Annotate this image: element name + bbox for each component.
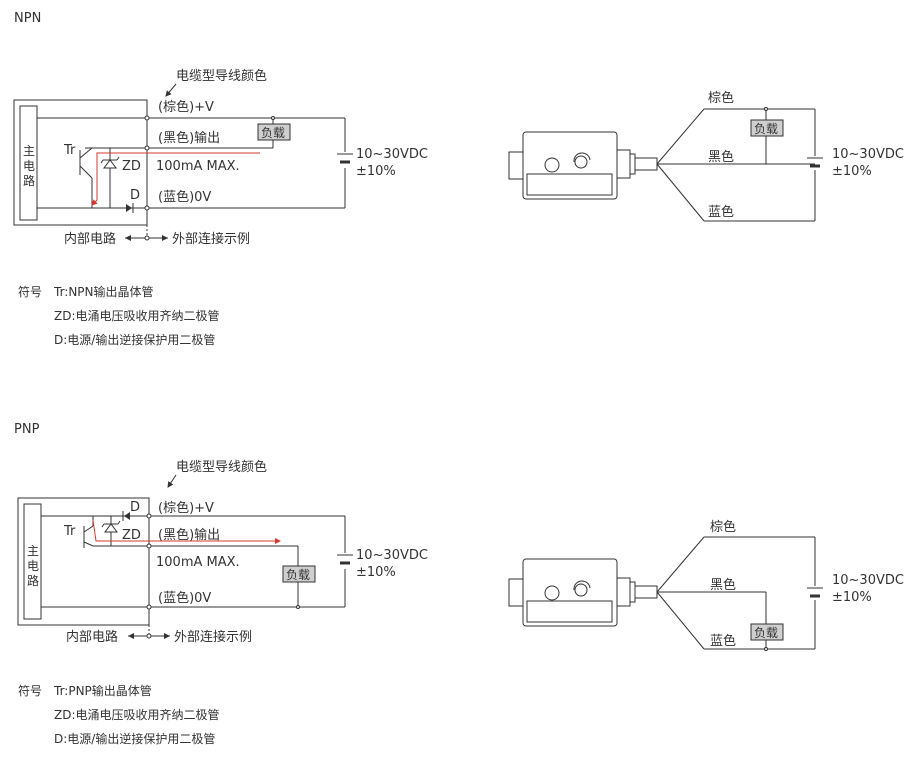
voltage-label: 10~30VDC (832, 147, 904, 162)
main-circuit-char-3: 路 (23, 173, 35, 188)
zd-label: ZD (122, 159, 141, 174)
blue-0v-label: (蓝色)0V (158, 590, 211, 606)
pnp-circuit: 主 电 路 电缆型导线颜色 D Tr ZD 负载 (17, 459, 428, 645)
brown-label: 棕色 (710, 519, 736, 535)
tr-label: Tr (63, 143, 76, 158)
black-output-label: (黑色)输出 (158, 130, 220, 146)
voltage-label: 10~30VDC (832, 573, 904, 588)
blue-label: 蓝色 (710, 633, 736, 649)
tr-description: Tr:PNP输出晶体管 (53, 683, 152, 698)
current-max-label: 100mA MAX. (156, 159, 240, 174)
external-connection-label: 外部连接示例 (172, 231, 250, 247)
load-label: 负载 (754, 626, 778, 640)
symbol-label: 符号 (18, 284, 42, 299)
internal-circuit-frame (13, 99, 148, 226)
load-label: 负载 (754, 122, 778, 136)
tolerance-label: ±10% (832, 164, 872, 179)
d-description: D:电源/输出逆接保护用二极管 (54, 731, 215, 746)
zd-label: ZD (122, 528, 141, 543)
external-connection-label: 外部连接示例 (174, 629, 252, 645)
main-circuit-char-1: 主 (27, 544, 39, 558)
load-label: 负载 (261, 126, 285, 140)
symbol-label: 符号 (18, 683, 42, 698)
d-label: D (130, 500, 140, 515)
brown-label: 棕色 (708, 90, 734, 106)
blue-0v-label: (蓝色)0V (158, 189, 211, 205)
brown-plus-v-label: (棕色)+V (158, 99, 214, 115)
load-label: 负载 (286, 568, 310, 582)
npn-sensor-connection: 负载 棕色 黑色 蓝色 10~30VDC ±10% (508, 90, 904, 222)
load-box (257, 123, 291, 141)
cable-color-label: 电缆型导线颜色 (176, 459, 267, 475)
tr-description: Tr:NPN输出晶体管 (53, 284, 154, 299)
brown-plus-v-label: (棕色)+V (158, 500, 214, 516)
tolerance-label: ±10% (832, 590, 872, 605)
tr-label: Tr (63, 524, 76, 539)
main-circuit-box (19, 105, 38, 221)
tolerance-label: ±10% (356, 164, 396, 179)
black-output-label: (黑色)输出 (158, 527, 220, 543)
cable-color-label: 电缆型导线颜色 (176, 68, 267, 84)
internal-circuit-label: 内部电路 (64, 231, 116, 247)
black-label: 黑色 (710, 577, 736, 593)
pnp-title: PNP (14, 422, 40, 437)
sensor-body (522, 131, 618, 200)
main-circuit-char-1: 主 (23, 144, 35, 158)
internal-circuit-frame (17, 497, 150, 626)
pnp-sensor-connection: 负载 棕色 黑色 蓝色 10~30VDC ±10% (508, 519, 904, 651)
load-box (282, 565, 316, 583)
black-label: 黑色 (708, 149, 734, 165)
main-circuit-char-2: 电 (23, 159, 35, 173)
main-circuit-char-2: 电 (27, 559, 39, 573)
npn-circuit: 主 电 路 电缆型导线颜色 负载 Tr ZD (13, 68, 428, 247)
npn-legend: 符号 Tr:NPN输出晶体管 ZD:电涌电压吸收用齐纳二极管 D:电源/输出逆接… (18, 284, 220, 347)
main-circuit-box (23, 503, 42, 620)
blue-label: 蓝色 (708, 204, 734, 220)
npn-title: NPN (14, 11, 41, 26)
d-description: D:电源/输出逆接保护用二极管 (54, 332, 215, 347)
d-label: D (130, 188, 140, 203)
voltage-label: 10~30VDC (356, 147, 428, 162)
zd-description: ZD:电涌电压吸收用齐纳二极管 (54, 707, 220, 722)
zd-description: ZD:电涌电压吸收用齐纳二极管 (54, 308, 220, 323)
sensor-body (522, 558, 618, 627)
current-max-label: 100mA MAX. (156, 555, 240, 570)
tolerance-label: ±10% (356, 565, 396, 580)
voltage-label: 10~30VDC (356, 548, 428, 563)
internal-circuit-label: 内部电路 (66, 629, 118, 645)
main-circuit-char-3: 路 (27, 573, 39, 588)
pnp-legend: 符号 Tr:PNP输出晶体管 ZD:电涌电压吸收用齐纳二极管 D:电源/输出逆接… (18, 683, 220, 746)
